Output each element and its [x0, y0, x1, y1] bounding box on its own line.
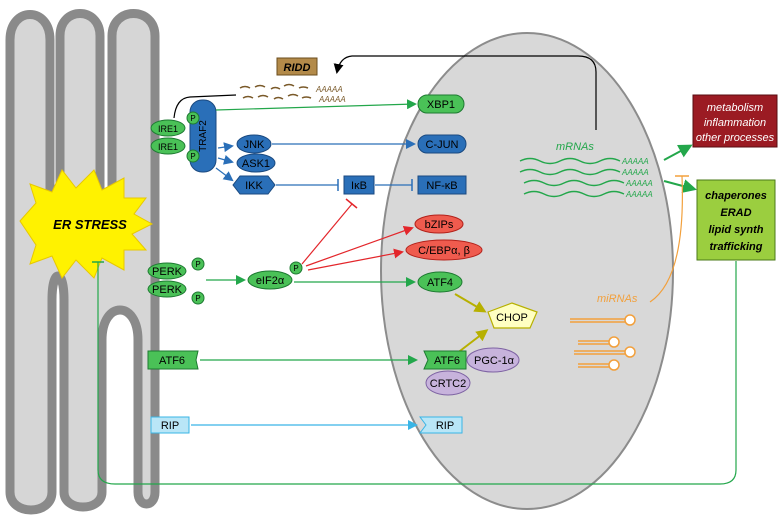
arrow-traf2-to-ikk [215, 167, 234, 182]
inhibit-eif2a-to-ikb-bar [345, 198, 358, 209]
nfkb-label: NF-κB [426, 180, 457, 192]
arrow-eif2a-to-bzips [305, 225, 414, 267]
phospho-perk-1-label: P [195, 260, 200, 269]
ire1-label-1: IRE1 [158, 124, 178, 134]
rip-er-protein [150, 416, 190, 434]
cebp-protein [405, 239, 483, 261]
arrow-atf4-to-chop [454, 293, 487, 313]
mrna-strands [519, 157, 625, 198]
traf2-label: TRAF2 [198, 120, 209, 152]
ask1-protein [236, 153, 276, 173]
ire1-label-2: IRE1 [158, 142, 178, 152]
jnk-protein [236, 134, 272, 154]
rip-nuclear-label: RIP [436, 420, 454, 432]
inhibit-eif2a-to-ikb [301, 203, 353, 265]
arrow-traf2-to-ask1 [217, 154, 234, 165]
outcome-box-metabolism [692, 94, 778, 148]
polya-mrna-4: AAAAA [625, 190, 653, 199]
phospho-perk-2 [191, 291, 205, 305]
phospho-ire1-1-label: P [190, 114, 195, 123]
ridd-label: RIDD [284, 62, 311, 74]
phospho-ire1-2 [186, 149, 200, 163]
phospho-perk-1 [191, 257, 205, 271]
crtc2-protein [425, 370, 471, 396]
bzips-protein [414, 214, 464, 234]
cjun-protein [417, 134, 467, 154]
degraded-mrna-fragments [239, 83, 312, 100]
pgc1a-label: PGC-1α [474, 355, 515, 367]
ire1-protein-2 [150, 137, 186, 155]
atf4-label: ATF4 [427, 277, 453, 289]
perk-protein-2 [147, 280, 187, 298]
arrow-mrna-to-chaperones [663, 179, 697, 193]
cjun-label: C-JUN [426, 139, 459, 151]
arrow-mrna-to-metabolism [663, 144, 693, 161]
outcome-box-chaperones [696, 179, 776, 261]
pgc1a-protein [466, 347, 520, 373]
arrow-traf2-to-jnk [217, 142, 234, 153]
perk-protein-1 [147, 262, 187, 280]
mirna-hairpins [570, 314, 636, 371]
polya-mrna-1: AAAAA [621, 157, 649, 166]
eif2a-protein [247, 270, 293, 290]
xbp1-protein [417, 94, 465, 114]
phospho-ire1-1 [186, 111, 200, 125]
atf4-protein [417, 271, 463, 293]
rip-nuclear-protein [419, 416, 463, 434]
ask1-label: ASK1 [242, 158, 270, 170]
eif2a-label: eIF2α [256, 275, 285, 287]
er-stress-starburst [19, 169, 154, 279]
mirnas-label: miRNAs [597, 293, 638, 305]
arrow-ire1-to-xbp1 [215, 99, 417, 111]
outcome-inflammation: inflammation [704, 117, 766, 129]
outcome-metabolism: metabolism [707, 102, 763, 114]
ikb-protein [343, 175, 375, 195]
xbp1-label: XBP1 [427, 99, 455, 111]
ikk-protein [232, 175, 276, 195]
crtc2-label: CRTC2 [430, 378, 466, 390]
outcome-erad: ERAD [720, 207, 751, 219]
mrnas-label: mRNAs [556, 141, 594, 153]
ikb-label: IκB [351, 180, 367, 192]
inhibit-chaperones-to-er-stress [97, 261, 737, 485]
ridd-box [276, 57, 318, 76]
phospho-ire1-2-label: P [190, 152, 195, 161]
er-stress-label: ER STRESS [53, 217, 127, 232]
perk-label-1: PERK [152, 266, 183, 278]
arrow-ire1-to-ridd [173, 94, 237, 119]
arrow-eif2a-to-cebp [307, 248, 404, 271]
polya-ridd-1: AAAAA [315, 85, 343, 94]
perk-label-2: PERK [152, 284, 183, 296]
atf6-er-label: ATF6 [159, 355, 185, 367]
phospho-eif2a-label: P [293, 264, 298, 273]
outcome-chaperones: chaperones [705, 190, 767, 202]
phospho-eif2a [289, 261, 303, 275]
atf6-nuclear-label: ATF6 [434, 355, 460, 367]
nfkb-protein [417, 175, 467, 195]
inhibit-mirna-to-mrna [649, 175, 683, 303]
chop-label: CHOP [496, 312, 528, 324]
polya-ridd-2: AAAAA [318, 95, 346, 104]
polya-mrna-2: AAAAA [621, 168, 649, 177]
outcome-other-processes: other processes [696, 132, 775, 144]
chop-protein [487, 302, 538, 329]
outcome-trafficking: trafficking [710, 241, 763, 253]
arrow-atf6-to-chop [455, 329, 489, 355]
rip-er-label: RIP [161, 420, 179, 432]
atf6-er-protein [147, 350, 199, 370]
cebp-label: C/EBPα, β [418, 245, 470, 257]
outcome-lipid-synth: lipid synth [709, 224, 764, 236]
phospho-perk-2-label: P [195, 294, 200, 303]
jnk-label: JNK [244, 139, 265, 151]
atf6-nuclear-protein [423, 350, 467, 370]
arrow-mrna-to-ridd [333, 55, 597, 130]
bzips-label: bZIPs [425, 219, 454, 231]
ikk-label: IKK [245, 180, 263, 192]
polya-mrna-3: AAAAA [625, 179, 653, 188]
ire1-protein-1 [150, 119, 186, 137]
